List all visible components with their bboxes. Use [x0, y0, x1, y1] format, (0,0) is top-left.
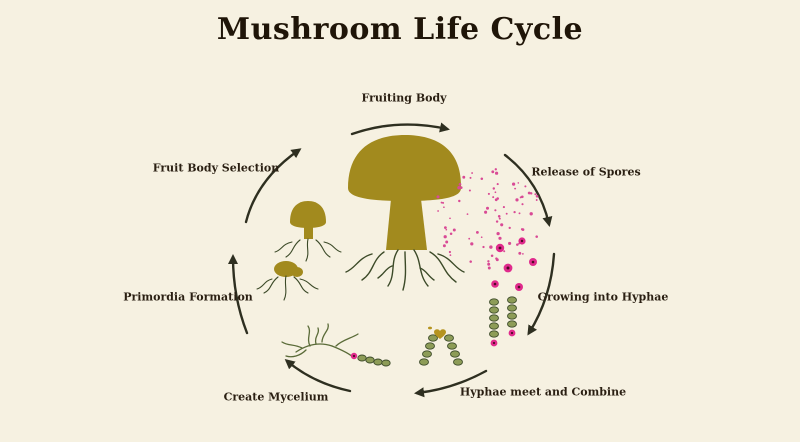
- hyphae-illustration: [489, 296, 517, 347]
- arrow-primordia-to-selection-icon: [227, 253, 249, 335]
- stage-label-hyphae-meet-and-combine: Hyphae meet and Combine: [459, 385, 627, 399]
- fruiting-body-illustration: [345, 135, 465, 291]
- stage-label-fruiting-body: Fruiting Body: [361, 91, 447, 105]
- mycelium-illustration: [281, 323, 391, 367]
- stage-label-fruit-body-selection: Fruit Body Selection: [152, 161, 280, 175]
- arrow-selection-to-fruiting-icon: [244, 148, 302, 224]
- stage-label-growing-into-hyphae: Growing into Hyphae: [537, 290, 669, 304]
- stage-label-primordia-formation: Primordia Formation: [123, 290, 253, 304]
- hyphae-combine-illustration: [419, 326, 463, 366]
- arrow-release-to-hyphae-icon: [503, 153, 553, 227]
- diagram-title: Mushroom Life Cycle: [216, 12, 584, 47]
- spore-cloud-illustration: [436, 168, 539, 270]
- arrow-hyphae-to-combine-icon: [527, 252, 556, 336]
- primordia-illustration: [256, 261, 319, 301]
- arrow-mycelium-to-primordia-icon: [284, 359, 352, 393]
- arrow-fruiting-to-release-icon: [350, 122, 450, 136]
- stage-label-create-mycelium: Create Mycelium: [223, 390, 329, 404]
- stage-label-release-of-spores: Release of Spores: [531, 165, 641, 179]
- heart-icon: [434, 329, 446, 339]
- spores-illustration: [491, 237, 537, 291]
- cycle-arrows: [227, 122, 556, 398]
- arrow-combine-to-mycelium-icon: [413, 369, 488, 398]
- fruit-body-selection-illustration: [274, 201, 342, 262]
